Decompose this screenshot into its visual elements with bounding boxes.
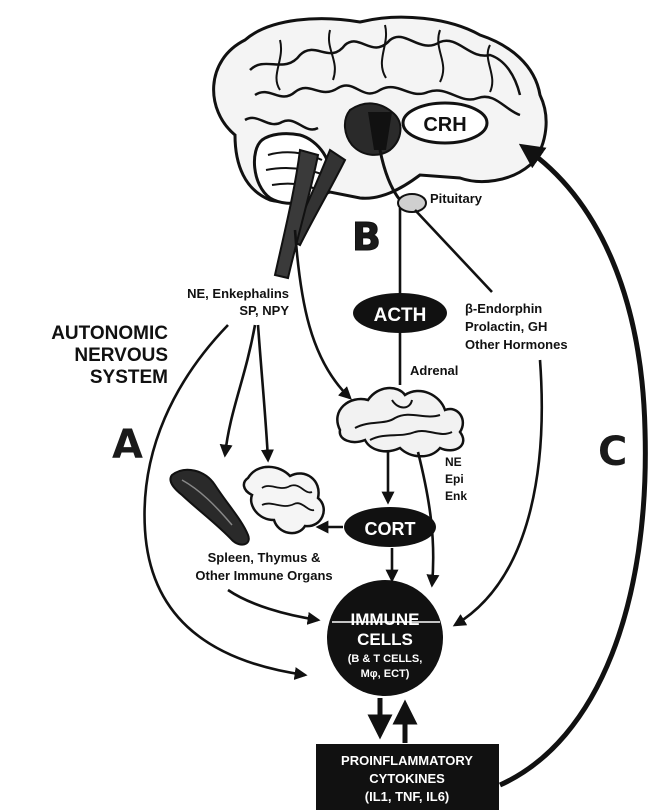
hormones-line2: Prolactin, GH	[465, 319, 547, 334]
hormones-label: β-Endorphin Prolactin, GH Other Hormones	[465, 301, 568, 352]
adrenal-outputs-label: NE Epi Enk	[445, 455, 467, 503]
pathway-c-label: C	[598, 429, 627, 475]
hormones-line3: Other Hormones	[465, 337, 568, 352]
ne-line1: NE, Enkephalins	[187, 286, 289, 301]
adrenal-out1: NE	[445, 455, 462, 469]
hormones-to-immune-arrow	[455, 360, 542, 625]
neurotransmitter-label: NE, Enkephalins SP, NPY	[187, 286, 289, 318]
adrenal-out2: Epi	[445, 472, 464, 486]
immune-cells-node: IMMUNE CELLS (B & T CELLS, Mφ, ECT)	[327, 580, 443, 696]
ne-line2: SP, NPY	[239, 303, 289, 318]
organs-line2: Other Immune Organs	[195, 568, 332, 583]
adrenal-label: Adrenal	[410, 363, 458, 378]
cytokines-line3: (IL1, TNF, IL6)	[365, 789, 450, 804]
immune-line2: Mφ, ECT)	[361, 668, 410, 680]
ans-line3: SYSTEM	[90, 367, 168, 388]
adrenal-gland-illustration	[337, 388, 463, 456]
brainstem-to-adrenal-arrow	[295, 230, 350, 398]
ans-to-spleen-arrow	[225, 325, 255, 455]
immune-cells-label: CELLS	[357, 630, 413, 649]
crh-label: CRH	[423, 114, 466, 136]
cort-label: CORT	[365, 519, 416, 539]
cytokines-line2: CYTOKINES	[369, 771, 445, 786]
immune-line1: (B & T CELLS,	[348, 653, 423, 665]
organs-label: Spleen, Thymus & Other Immune Organs	[195, 550, 332, 583]
thymus-illustration	[244, 467, 324, 533]
crh-node: CRH	[403, 103, 487, 143]
pathway-b-label: B	[352, 215, 381, 259]
organs-line1: Spleen, Thymus &	[208, 550, 321, 565]
pathway-a-label: A	[112, 422, 143, 468]
ans-to-thymus-arrow	[258, 325, 268, 460]
acth-label: ACTH	[374, 305, 427, 326]
cort-node: CORT	[344, 507, 436, 547]
ans-line2: NERVOUS	[74, 345, 168, 366]
cytokines-line1: PROINFLAMMATORY	[341, 753, 473, 768]
organs-to-immune-arrow	[228, 590, 318, 620]
acth-node: ACTH	[353, 293, 447, 333]
ans-line1: AUTONOMIC	[51, 323, 168, 344]
immune-title: IMMUNE	[351, 610, 420, 629]
adrenal-out3: Enk	[445, 489, 467, 503]
ans-label: AUTONOMIC NERVOUS SYSTEM	[51, 323, 168, 388]
hormones-line1: β-Endorphin	[465, 301, 542, 316]
pituitary-label: Pituitary	[430, 191, 483, 206]
pituitary-to-hormones-line	[415, 210, 492, 292]
cytokines-node: PROINFLAMMATORY CYTOKINES (IL1, TNF, IL6…	[316, 744, 499, 810]
spleen-illustration	[170, 470, 248, 545]
